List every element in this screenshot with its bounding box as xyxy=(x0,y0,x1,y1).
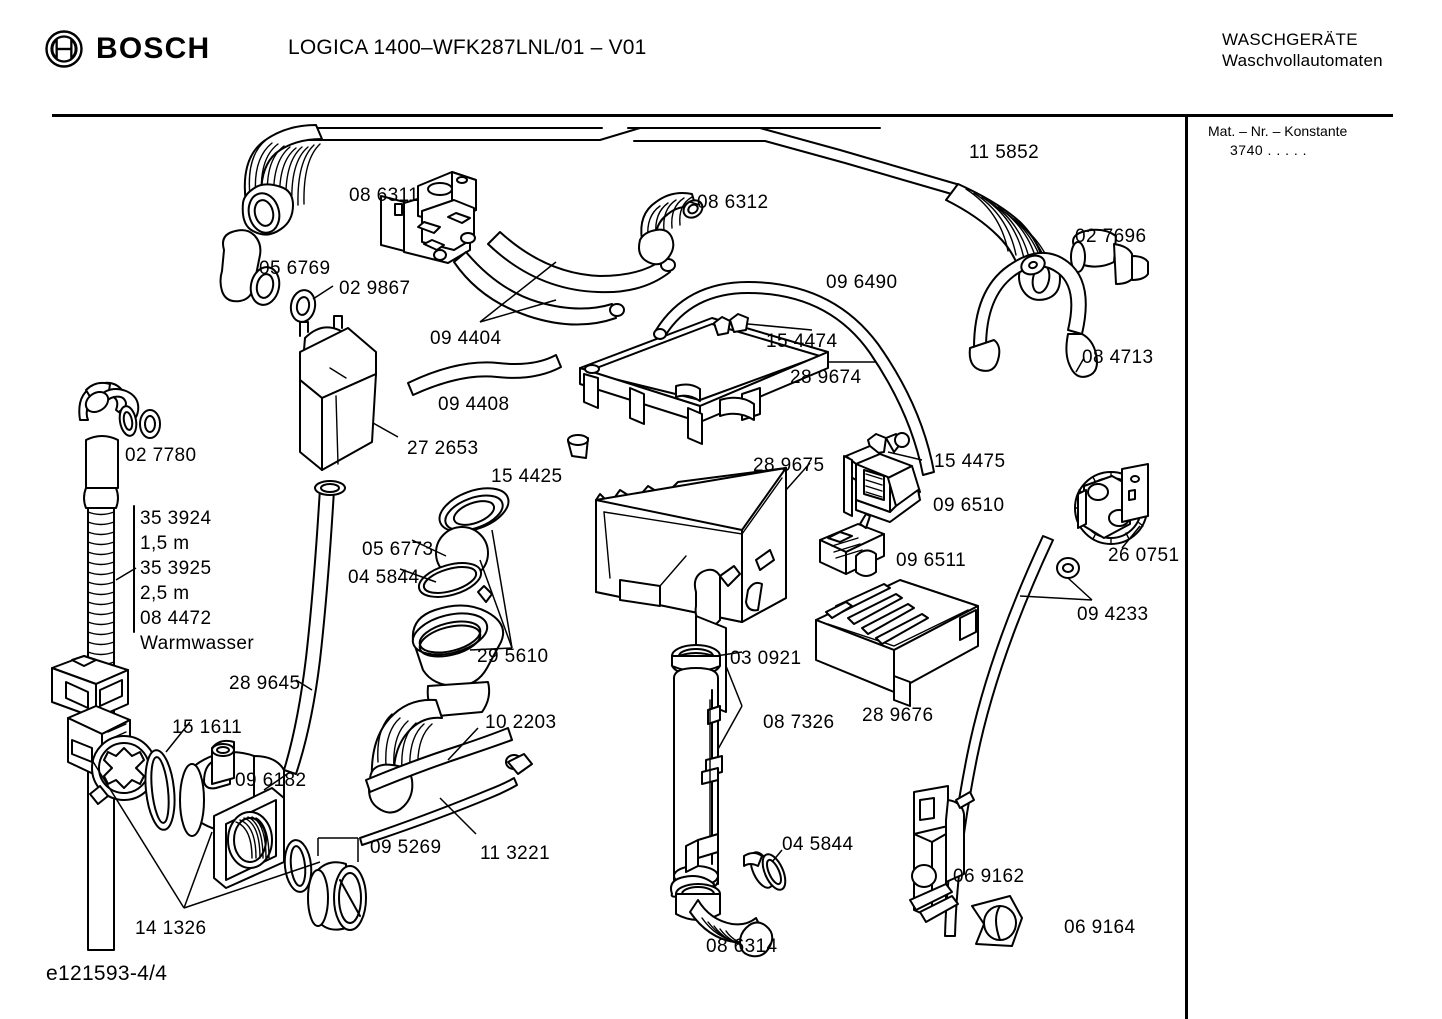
part-label-09-4408: 09 4408 xyxy=(438,394,510,415)
part-label-04-5844-left: 04 5844 xyxy=(348,567,420,588)
hose-spec-line-3: 35 3925 xyxy=(140,558,212,579)
part-label-28-9645: 28 9645 xyxy=(229,673,301,694)
material-number-value: 3740 . . . . . xyxy=(1230,142,1308,158)
material-number-caption: Mat. – Nr. – Konstante xyxy=(1208,123,1348,139)
part-label-15-1611: 15 1611 xyxy=(172,717,243,738)
part-label-10-2203: 10 2203 xyxy=(485,712,557,733)
part-label-26-0751: 26 0751 xyxy=(1108,545,1180,566)
part-label-27-2653: 27 2653 xyxy=(407,438,479,459)
hose-spec-line-5: 08 4472 xyxy=(140,608,212,629)
part-label-02-9867: 02 9867 xyxy=(339,278,411,299)
part-label-09-6511: 09 6511 xyxy=(896,550,967,571)
part-label-09-6510: 09 6510 xyxy=(933,495,1005,516)
hose-spec-block: 35 3924 1,5 m 35 3925 2,5 m 08 4472 Warm… xyxy=(140,506,254,656)
part-label-15-4425: 15 4425 xyxy=(491,466,563,487)
part-label-03-0921: 03 0921 xyxy=(730,648,802,669)
part-label-28-9674: 28 9674 xyxy=(790,367,862,388)
part-label-09-4404: 09 4404 xyxy=(430,328,502,349)
part-label-09-4233: 09 4233 xyxy=(1077,604,1149,625)
part-label-09-6490: 09 6490 xyxy=(826,272,898,293)
hose-spec-line-6: Warmwasser xyxy=(140,633,255,654)
hose-spec-line-1: 35 3924 xyxy=(140,508,212,529)
part-label-08-4713: 08 4713 xyxy=(1082,347,1154,368)
part-label-05-6769: 05 6769 xyxy=(259,258,331,279)
department-category: WASCHGERÄTE xyxy=(1222,30,1358,49)
part-label-29-5610: 29 5610 xyxy=(477,646,549,667)
hose-spec-line-4: 2,5 m xyxy=(140,583,190,604)
material-number-block: Mat. – Nr. – Konstante 3740 . . . . . xyxy=(1208,122,1347,160)
frame-top-rule xyxy=(52,114,1393,117)
part-label-08-6312: 08 6312 xyxy=(697,192,769,213)
part-label-08-7326: 08 7326 xyxy=(763,712,835,733)
part-label-08-6314: 08 6314 xyxy=(706,936,778,957)
part-label-15-4474: 15 4474 xyxy=(766,331,838,352)
part-label-08-6311: 08 6311 xyxy=(349,185,420,206)
part-label-02-7696: 02 7696 xyxy=(1075,226,1147,247)
sheet-code: e121593-4/4 xyxy=(46,962,168,985)
part-label-11-5852: 11 5852 xyxy=(969,142,1040,163)
page-title: LOGICA 1400–WFK287LNL/01 – V01 xyxy=(288,36,647,59)
part-label-14-1326: 14 1326 xyxy=(135,918,207,939)
part-label-28-9676: 28 9676 xyxy=(862,705,934,726)
department-block: WASCHGERÄTE Waschvollautomaten xyxy=(1222,29,1383,71)
part-label-09-5269: 09 5269 xyxy=(370,837,442,858)
bosch-logo-icon xyxy=(45,30,83,68)
department-subcategory: Waschvollautomaten xyxy=(1222,51,1383,70)
part-label-06-9162: 06 9162 xyxy=(953,866,1025,887)
part-label-28-9675: 28 9675 xyxy=(753,455,825,476)
part-label-11-3221: 11 3221 xyxy=(480,843,551,864)
part-label-04-5844-right: 04 5844 xyxy=(782,834,854,855)
part-label-02-7780: 02 7780 xyxy=(125,445,197,466)
brand-wordmark: BOSCH xyxy=(96,32,211,65)
frame-vertical-divider xyxy=(1185,117,1188,1019)
part-label-09-6182: 09 6182 xyxy=(235,770,307,791)
hose-spec-line-2: 1,5 m xyxy=(140,533,190,554)
part-label-06-9164: 06 9164 xyxy=(1064,917,1136,938)
part-label-15-4475: 15 4475 xyxy=(934,451,1006,472)
part-label-05-6773: 05 6773 xyxy=(362,539,434,560)
